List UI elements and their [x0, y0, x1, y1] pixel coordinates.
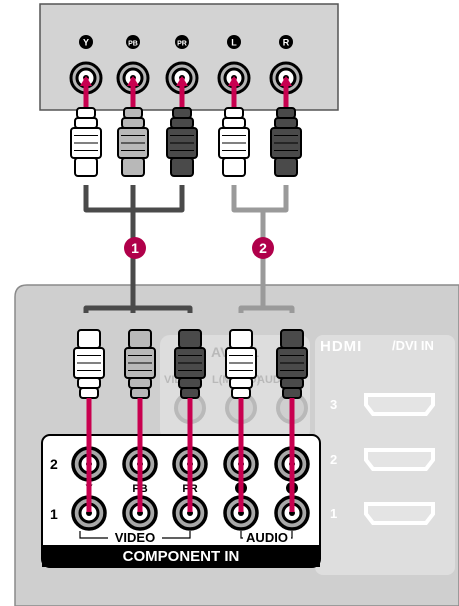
component-video-cable: [83, 305, 193, 313]
audio-cable: [231, 185, 289, 213]
jack-label: PR: [177, 41, 187, 48]
callout-2: 2: [252, 237, 274, 259]
jack-r: R: [269, 35, 303, 95]
component-in-block: COMPONENT IN 2 1 VIDEO AUDIO Y PB PR L R: [41, 434, 321, 568]
jack-label-badge: [126, 35, 140, 49]
callout-1-number: 1: [131, 240, 139, 256]
jack-label: PB: [128, 41, 138, 48]
hdmi-port: [364, 393, 435, 416]
plug-pb: [117, 107, 149, 177]
plug-audio-l-tv: [225, 329, 257, 399]
plug-y: [70, 107, 102, 177]
row-label-2: 2: [50, 456, 58, 472]
hdmi-port-number: 1: [330, 506, 337, 521]
hdmi-logo: HDMI: [320, 338, 362, 355]
plug-y-tv: [73, 329, 105, 399]
component-jack: [122, 495, 158, 531]
jack-label-badge: [279, 35, 293, 49]
hdmi-port-number: 2: [330, 452, 337, 467]
hdmi-port: [364, 448, 435, 471]
audio-cable: [238, 305, 295, 313]
row-label-1: 1: [50, 506, 58, 522]
hdmi-port: [364, 502, 435, 525]
video-group-label: VIDEO: [115, 530, 155, 545]
jack-label: Y: [83, 38, 89, 48]
hdmi-port-number: 3: [330, 397, 337, 412]
plug-pr: [166, 107, 198, 177]
plug-audio-r-tv: [276, 329, 308, 399]
callout-1: 1: [124, 237, 146, 259]
jack-label-badge: [175, 35, 189, 49]
plug-audio-l: [218, 107, 250, 177]
plug-audio-r: [270, 107, 302, 177]
plug-pb-tv: [124, 329, 156, 399]
plug-pr-tv: [174, 329, 206, 399]
audio-group-label: AUDIO: [246, 530, 288, 545]
jack-label-badge: [227, 35, 241, 49]
component-jack: [71, 495, 107, 531]
jack-label: R: [283, 38, 290, 48]
jack-label-badge: [79, 35, 93, 49]
hdmi-dvi-in-label: /DVI IN: [392, 338, 434, 353]
hdmi-dvi-in-block: HDMI /DVI IN 3 2 1: [315, 335, 455, 575]
component-in-label: COMPONENT IN: [123, 548, 240, 565]
jack-label: L: [231, 38, 237, 48]
callout-2-number: 2: [259, 240, 267, 256]
